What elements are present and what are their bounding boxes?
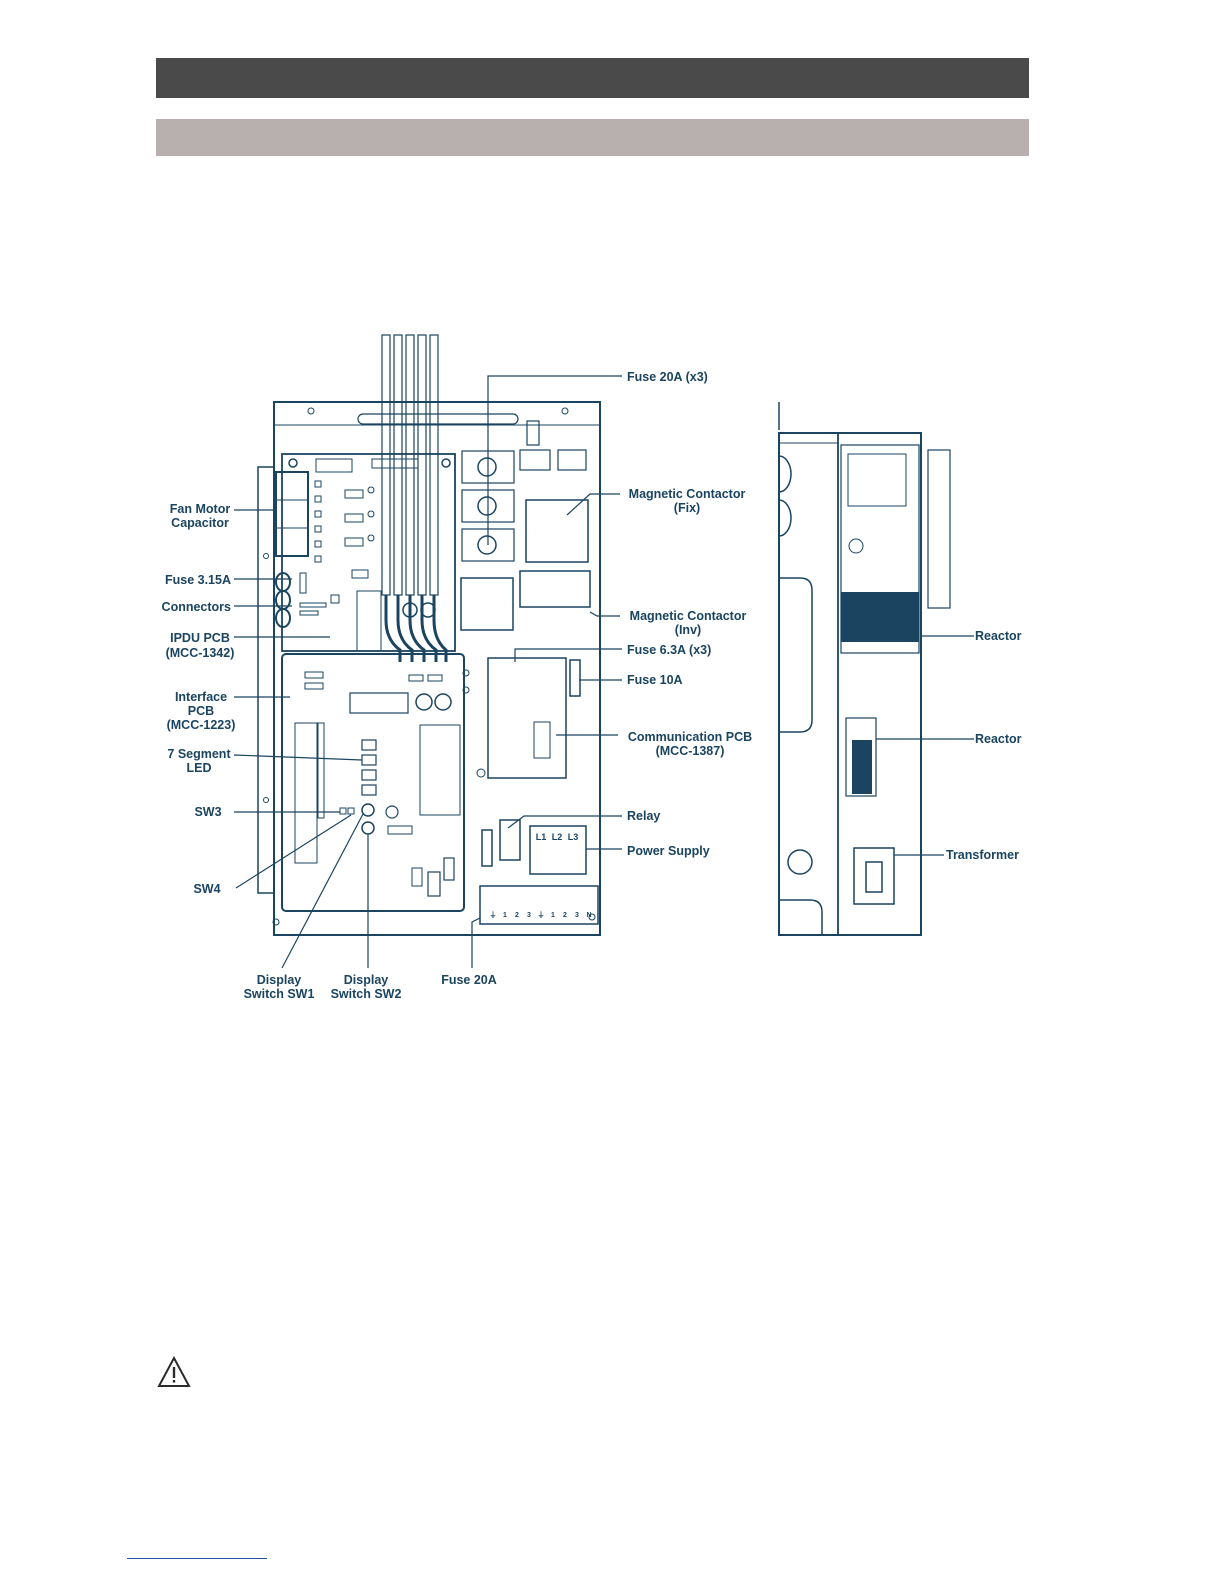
label-fan-cap: Fan Motor <box>170 502 231 516</box>
warning-triangle-icon <box>157 1356 191 1387</box>
label-connectors: Connectors <box>162 600 232 614</box>
label-display-sw1-sub: Switch SW1 <box>244 987 315 1001</box>
header-bar-dark <box>156 58 1029 98</box>
terminal-label-5: ⏚ <box>538 911 545 919</box>
front-view <box>257 334 601 936</box>
terminal-label-2: 1 <box>503 912 507 919</box>
side-view <box>778 402 951 936</box>
label-fuse-20a-x3: Fuse 20A (x3) <box>627 370 708 384</box>
label-mc-inv-sub: (Inv) <box>675 623 701 637</box>
label-mc-fix: Magnetic Contactor <box>629 487 746 501</box>
label-sw4: SW4 <box>193 882 220 896</box>
label-comm-pcb: Communication PCB <box>628 730 752 744</box>
label-ipdu-pcb: IPDU PCB <box>170 631 230 645</box>
terminal-label-1: ⏚ <box>490 911 497 919</box>
terminal-label-l2: L2 <box>552 832 563 842</box>
terminal-label-8: 3 <box>575 912 579 919</box>
terminal-label-3: 2 <box>515 912 519 919</box>
label-transformer: Transformer <box>946 848 1019 862</box>
label-ipdu-pcb-sub: (MCC-1342) <box>166 646 235 660</box>
terminal-label-6: 1 <box>551 912 555 919</box>
label-power-supply: Power Supply <box>627 844 710 858</box>
callout-lines <box>233 375 974 969</box>
label-display-sw2: Display <box>344 973 389 987</box>
terminal-label-9: N <box>586 912 591 919</box>
label-interface-pcb-code: (MCC-1223) <box>167 718 236 732</box>
label-7-segment: 7 Segment <box>167 747 231 761</box>
terminal-label-l1: L1 <box>536 832 547 842</box>
callout-labels: Fuse 20A (x3) Magnetic Contactor (Fix) M… <box>162 370 1022 1001</box>
label-reactor-upper: Reactor <box>975 629 1022 643</box>
label-sw3: SW3 <box>194 805 221 819</box>
label-display-sw2-sub: Switch SW2 <box>331 987 402 1001</box>
terminal-label-l3: L3 <box>568 832 579 842</box>
terminal-label-7: 2 <box>563 912 567 919</box>
label-fuse-3-15a: Fuse 3.15A <box>165 573 231 587</box>
terminal-label-4: 3 <box>527 912 531 919</box>
label-reactor-lower: Reactor <box>975 732 1022 746</box>
label-comm-pcb-sub: (MCC-1387) <box>656 744 725 758</box>
label-interface-pcb-sub: PCB <box>188 704 214 718</box>
label-relay: Relay <box>627 809 660 823</box>
label-fuse-6-3a: Fuse 6.3A (x3) <box>627 643 711 657</box>
label-interface-pcb: Interface <box>175 690 227 704</box>
label-fuse-10a: Fuse 10A <box>627 673 683 687</box>
label-display-sw1: Display <box>257 973 302 987</box>
label-fan-cap-sub: Capacitor <box>171 516 229 530</box>
label-7-segment-sub: LED <box>187 761 212 775</box>
footnote-rule <box>127 1558 267 1559</box>
label-mc-fix-sub: (Fix) <box>674 501 700 515</box>
header-bar-light <box>156 119 1029 156</box>
label-mc-inv: Magnetic Contactor <box>630 609 747 623</box>
label-fuse-20a: Fuse 20A <box>441 973 497 987</box>
